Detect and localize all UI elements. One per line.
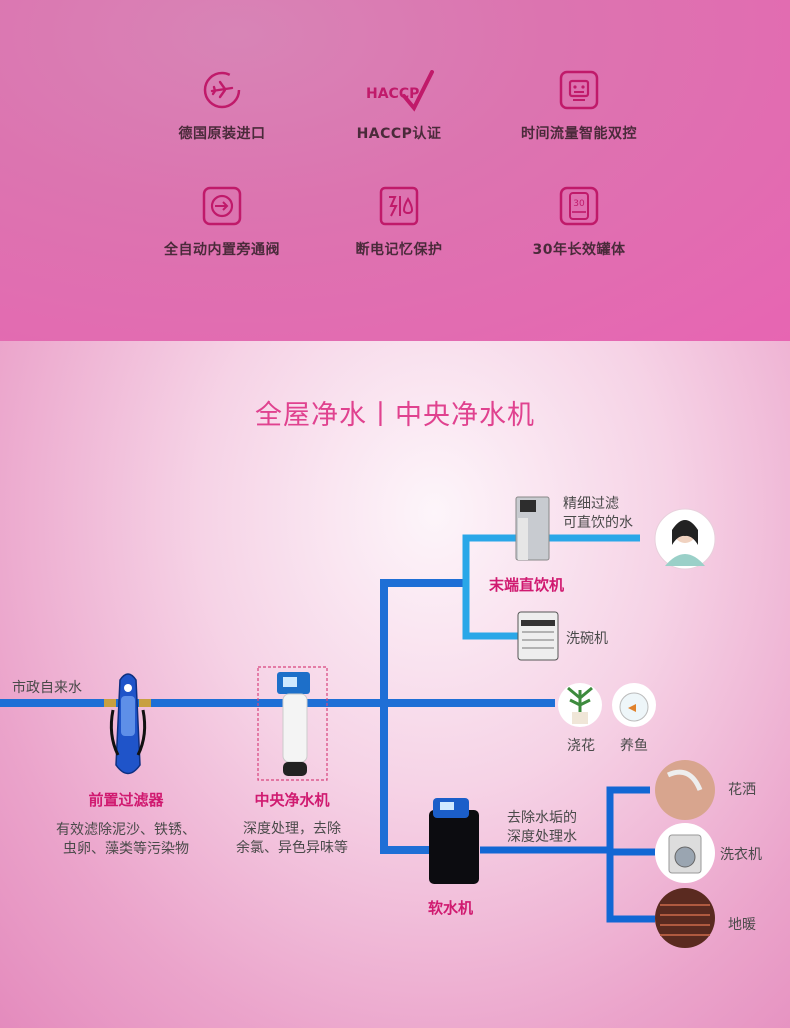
central-desc-line1: 深度处理，去除 <box>243 821 341 837</box>
haccp-icon: HACCP <box>364 70 434 112</box>
dishwasher-label: 洗碗机 <box>566 631 608 647</box>
feature-bypass-valve: 全自动内置旁通阀 <box>132 186 312 259</box>
power-memory-icon <box>379 186 419 226</box>
feature-label: 断电记忆保护 <box>355 242 443 258</box>
main-pipe <box>0 579 555 854</box>
feature-label: 时间流量智能双控 <box>521 126 637 142</box>
feature-import: 德国原装进口 <box>132 70 312 143</box>
washer-label: 洗衣机 <box>720 847 762 863</box>
terminal-branch-pipe <box>462 534 640 640</box>
softener-branch-pipe <box>480 786 655 923</box>
fish-label: 养鱼 <box>620 738 648 754</box>
feature-label: 30年长效罐体 <box>532 242 626 258</box>
feature-label: 德国原装进口 <box>178 126 266 142</box>
terminal-note-line2: 可直饮的水 <box>563 515 633 531</box>
feature-power-memory: 断电记忆保护 <box>309 186 489 259</box>
robot-icon <box>559 70 599 110</box>
shower-label: 花洒 <box>728 782 756 798</box>
floor-heating-label: 地暖 <box>728 917 756 933</box>
central-desc-line2: 余氯、异色异味等 <box>236 840 348 856</box>
prefilter-title: 前置过滤器 <box>88 791 164 809</box>
terminal-note-line1: 精细过滤 <box>563 496 619 512</box>
source-label: 市政自来水 <box>12 680 82 696</box>
feature-tank: 30 30年长效罐体 <box>489 186 669 259</box>
tank-icon: 30 <box>559 186 599 226</box>
features-panel: 德国原装进口 HACCP HACCP认证 时间流量智能双控 全自动内置旁通阀 断… <box>0 0 790 341</box>
softener-note-line2: 深度处理水 <box>507 829 577 845</box>
woman-drinking-icon <box>654 508 716 570</box>
central-purifier <box>257 666 328 781</box>
prefilter-desc-line1: 有效滤除泥沙、铁锈、 <box>56 822 196 838</box>
central-title: 中央净水机 <box>254 791 330 809</box>
washing-machine-icon <box>655 823 715 883</box>
softener-title: 软水机 <box>428 899 474 917</box>
prefilter-device <box>104 673 151 775</box>
feature-label: HACCP认证 <box>356 126 442 142</box>
page-title: 全屋净水丨中央净水机 <box>255 400 535 431</box>
dishwasher-icon <box>517 611 559 661</box>
watering-label: 浇花 <box>567 738 595 754</box>
feature-label: 全自动内置旁通阀 <box>164 242 280 258</box>
feature-haccp: HACCP HACCP认证 <box>309 70 489 143</box>
terminal-title: 末端直饮机 <box>489 576 565 594</box>
terminal-drinker <box>515 496 550 561</box>
valve-icon <box>202 186 242 226</box>
flower-icon <box>558 683 602 727</box>
softener-note-line1: 去除水垢的 <box>507 810 577 826</box>
airplane-icon <box>202 70 242 110</box>
tank-icon-text: 30 <box>573 199 585 209</box>
prefilter-desc-line2: 虫卵、藻类等污染物 <box>63 841 189 857</box>
water-softener <box>429 798 479 884</box>
feature-dual-control: 时间流量智能双控 <box>489 70 669 143</box>
fishbowl-icon <box>612 683 656 727</box>
shower-icon <box>655 760 715 820</box>
floor-heating-icon <box>655 888 715 948</box>
